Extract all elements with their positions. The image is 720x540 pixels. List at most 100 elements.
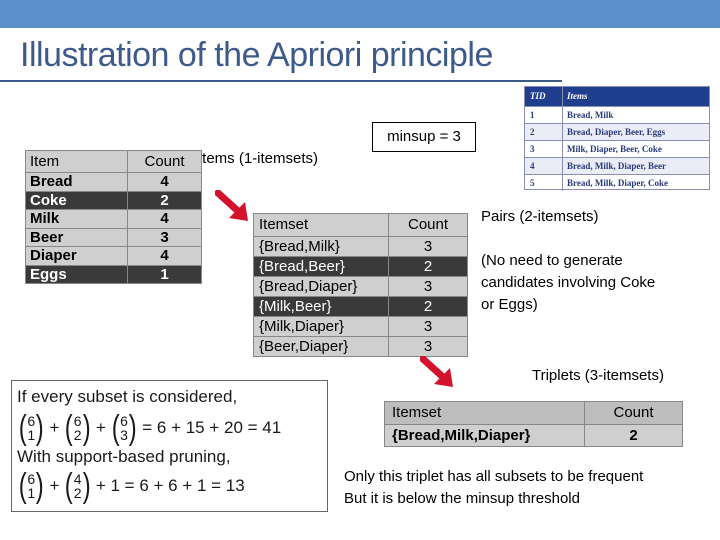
triplets-note-line-1: Only this triplet has all subsets to be … (344, 468, 644, 485)
table-row: 3 Milk, Diaper, Beer, Coke (525, 140, 709, 157)
item-cell: Milk (26, 210, 128, 228)
pairs-note-line-2: candidates involving Coke (481, 274, 656, 291)
binom-bottom: 2 (73, 427, 82, 443)
header-item: Item (26, 151, 128, 172)
title-underline (0, 80, 562, 82)
header-count: Count (613, 404, 654, 421)
binom-top: 4 (73, 471, 82, 487)
itemset-cell: {Bread,Milk} (254, 237, 389, 256)
table-row: 5 Bread, Milk, Diaper, Coke (525, 174, 709, 191)
triplets-table: Itemset Count {Bread,Milk,Diaper} 2 (384, 401, 683, 447)
binom-bottom: 2 (73, 485, 82, 501)
pairs-caption: Pairs (2-itemsets) (481, 208, 599, 225)
tid-cell: 4 (525, 158, 563, 174)
slide-title: Illustration of the Apriori principle (20, 36, 493, 74)
binom-top: 6 (27, 413, 36, 429)
item-cell: Bread (26, 173, 128, 191)
arrow-down-right-icon (215, 190, 248, 221)
count-cell: 2 (629, 427, 638, 444)
tid-cell: 2 (525, 124, 563, 140)
binom-top: 6 (73, 413, 82, 429)
header-items: Items (567, 91, 588, 101)
count-cell: 3 (423, 318, 433, 335)
header-count: Count (407, 216, 449, 233)
count-cell: 3 (423, 338, 433, 355)
count-cell: 3 (423, 278, 433, 295)
item-cell: Coke (26, 191, 128, 209)
count-cell: 2 (160, 191, 169, 209)
items-cell: Bread, Milk, Diaper, Coke (567, 178, 669, 188)
items-cell: Bread, Milk, Diaper, Beer (567, 161, 666, 171)
binom-bottom: 1 (27, 427, 36, 443)
triplets-note-line-2: But it is below the minsup threshold (344, 490, 580, 507)
triplets-header-row: Itemset Count (385, 402, 682, 424)
table-row-pruned: {Bread,Beer} 2 (254, 256, 467, 276)
triplets-caption: Triplets (3-itemsets) (532, 367, 664, 384)
tid-cell: 1 (525, 107, 563, 123)
itemset-cell: {Beer,Diaper} (254, 337, 389, 356)
formula-result-2: + 1 = 6 + 6 + 1 = 13 (95, 476, 245, 495)
header-count: Count (144, 153, 185, 170)
itemset-cell: {Milk,Diaper} (254, 317, 389, 336)
table-row: Milk 4 (26, 209, 201, 228)
count-cell: 4 (160, 247, 169, 264)
table-row-pruned: Coke 2 (26, 190, 201, 209)
pairs-note-line-1: (No need to generate (481, 252, 623, 269)
count-cell: 4 (160, 210, 169, 227)
itemset-cell: {Bread,Diaper} (254, 277, 389, 296)
table-row: 1 Bread, Milk (525, 106, 709, 123)
table-row: Diaper 4 (26, 246, 201, 265)
table-row: {Bread,Milk,Diaper} 2 (385, 424, 682, 446)
table-row: {Bread,Diaper} 3 (254, 276, 467, 296)
formula-line-1: If every subset is considered, (17, 387, 238, 406)
transactions-header-row: TID Items (525, 87, 709, 106)
tid-cell: 5 (525, 175, 563, 191)
count-cell: 3 (160, 228, 169, 246)
binom-top: 6 (120, 413, 128, 429)
table-row: 4 Bread, Milk, Diaper, Beer (525, 157, 709, 174)
formula-line-3: With support-based pruning, (17, 447, 231, 466)
items-cell: Bread, Milk (567, 110, 614, 120)
count-cell: 2 (423, 258, 433, 275)
itemset-cell: {Bread,Beer} (254, 257, 389, 276)
items-header-row: Item Count (26, 151, 201, 172)
binom-bottom: 3 (120, 427, 128, 443)
count-cell: 1 (160, 265, 169, 283)
header-tid: TID (525, 87, 563, 106)
table-row-pruned: {Milk,Beer} 2 (254, 296, 467, 316)
table-row: {Beer,Diaper} 3 (254, 336, 467, 356)
pairs-header-row: Itemset Count (254, 214, 467, 236)
header-itemset: Itemset (254, 214, 389, 236)
pairs-table: Itemset Count {Bread,Milk} 3 {Bread,Beer}… (253, 213, 468, 357)
itemset-cell: {Milk,Beer} (254, 297, 389, 316)
count-cell: 3 (423, 238, 433, 255)
items-caption: Items (1-itemsets) (198, 150, 319, 167)
items-cell: Milk, Diaper, Beer, Coke (567, 144, 662, 154)
tid-cell: 3 (525, 141, 563, 157)
top-accent-bar (0, 0, 720, 28)
table-row: {Bread,Milk} 3 (254, 236, 467, 256)
pairs-note-line-3: or Eggs) (481, 296, 538, 313)
formula-result-1: = 6 + 15 + 20 = 41 (142, 418, 282, 437)
binom-bottom: 1 (27, 485, 36, 501)
binom-top: 6 (27, 471, 36, 487)
count-cell: 2 (423, 298, 433, 315)
header-itemset: Itemset (385, 402, 585, 424)
table-row: Bread 4 (26, 172, 201, 191)
count-cell: 4 (160, 173, 169, 190)
item-cell: Diaper (26, 247, 128, 265)
itemset-cell: {Bread,Milk,Diaper} (385, 425, 585, 446)
